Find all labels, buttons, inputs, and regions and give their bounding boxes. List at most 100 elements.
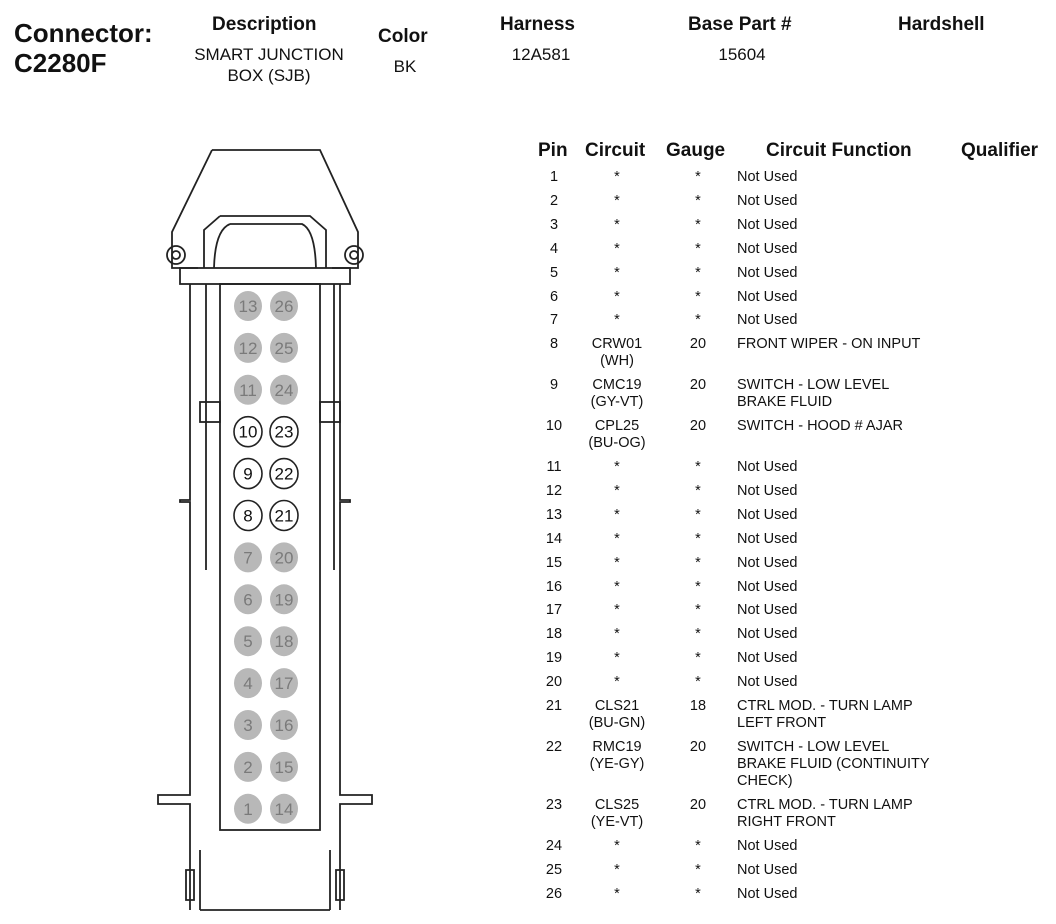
circuit-line: * — [614, 602, 620, 619]
pin-cavity-22 — [269, 457, 299, 490]
function-line: Not Used — [737, 578, 798, 595]
function-line: Not Used — [737, 459, 798, 475]
circuit-line: * — [614, 169, 620, 185]
function-line: CHECK) — [737, 772, 793, 789]
pin-cavity-15 — [270, 751, 298, 782]
circuit-code: * — [577, 483, 657, 500]
pin-cavity-label: 19 — [275, 590, 294, 609]
pin-number: 13 — [545, 506, 563, 523]
pin-cavity-12 — [234, 332, 262, 363]
circuit-line: * — [614, 674, 620, 691]
connector-label: Connector: — [14, 18, 153, 48]
pin-cavity-label: 17 — [275, 674, 294, 693]
circuit-line: CLS21 — [594, 698, 640, 714]
circuit-code: * — [577, 531, 657, 548]
col-header-qualifier: Qualifier — [961, 140, 1039, 161]
pin-number: 14 — [545, 530, 563, 547]
wire-gauge: * — [695, 506, 701, 523]
circuit-function: Not Used — [737, 626, 797, 643]
wire-gauge: * — [695, 459, 701, 475]
pin-number: 18 — [545, 626, 563, 643]
circuit-code: * — [577, 555, 657, 572]
function-line: SWITCH - HOOD # AJAR — [737, 418, 903, 435]
wire-gauge: 20 — [689, 377, 707, 394]
circuit-code: CPL25(BU-OG) — [577, 418, 657, 452]
wire-gauge: * — [695, 169, 701, 185]
pin-cavity-11 — [234, 374, 262, 405]
pin-number: 9 — [549, 377, 559, 394]
function-line: Not Used — [737, 216, 798, 233]
base-part-label: Base Part # — [688, 14, 792, 35]
color-label: Color — [378, 26, 428, 47]
function-line: BRAKE FLUID (CONTINUITY — [737, 755, 930, 772]
pin-number: 24 — [545, 837, 563, 854]
pin-number: 16 — [545, 578, 563, 595]
circuit-line: CLS25 — [594, 796, 640, 813]
circuit-line: * — [614, 650, 620, 667]
function-line: RIGHT FRONT — [737, 813, 836, 830]
function-line: Not Used — [737, 530, 798, 547]
function-line: SWITCH - LOW LEVEL — [737, 738, 890, 755]
pin-cavity-label: 11 — [239, 381, 257, 400]
function-line: Not Used — [737, 626, 798, 643]
description-line: SMART JUNCTION — [194, 45, 344, 64]
circuit-line: CPL25 — [594, 418, 640, 435]
circuit-code: * — [577, 312, 657, 329]
pin-cavity-25 — [270, 332, 298, 363]
circuit-code: * — [577, 289, 657, 306]
circuit-line: * — [614, 216, 620, 233]
pin-cavity-label: 7 — [243, 548, 252, 567]
circuit-function: Not Used — [737, 886, 797, 903]
pin-cavity-9 — [233, 457, 263, 490]
circuit-function: Not Used — [737, 838, 797, 855]
pin-number: 19 — [545, 650, 563, 667]
pin-cavity-16 — [270, 710, 298, 740]
pin-number: 2 — [549, 192, 559, 209]
circuit-function: Not Used — [737, 459, 797, 476]
pin-cavity-8 — [233, 499, 263, 532]
circuit-function: Not Used — [737, 312, 797, 329]
pin-cavity-24 — [270, 374, 298, 405]
col-header-pin: Pin — [538, 140, 568, 161]
pin-number: 26 — [545, 885, 563, 902]
circuit-line: * — [614, 861, 620, 878]
pin-number: 7 — [549, 312, 559, 329]
harness-label: Harness — [500, 14, 575, 35]
pin-cavity-label: 1 — [243, 800, 252, 819]
function-line: Not Used — [737, 885, 798, 902]
circuit-line: * — [614, 288, 620, 305]
circuit-function: Not Used — [737, 289, 797, 306]
pin-cavity-21 — [269, 499, 299, 532]
pin-cavity-13 — [234, 291, 262, 321]
pin-cavity-label: 5 — [243, 632, 252, 651]
circuit-code: * — [577, 650, 657, 667]
pin-cavity-label: 24 — [275, 381, 294, 400]
wire-gauge: 18 — [689, 698, 707, 714]
wire-gauge: * — [695, 530, 701, 547]
circuit-function: Not Used — [737, 602, 797, 619]
pin-cavity-label: 3 — [243, 716, 252, 735]
function-line: Not Used — [737, 837, 798, 854]
circuit-code: * — [577, 217, 657, 234]
pin-cavity-label: 4 — [243, 674, 252, 693]
wire-gauge: * — [695, 264, 701, 281]
wire-gauge: * — [695, 885, 701, 902]
circuit-line: (WH) — [600, 353, 634, 370]
circuit-code: * — [577, 579, 657, 596]
pin-cavity-10 — [233, 415, 263, 448]
circuit-line: CMC19 — [592, 377, 642, 394]
function-line: Not Used — [737, 650, 798, 667]
circuit-line: (BU-GN) — [588, 715, 646, 731]
pin-cavity-label: 25 — [275, 339, 294, 358]
circuit-line: * — [614, 312, 620, 329]
connector-face-diagram: 1312111098765432126252423222120191817161… — [157, 149, 373, 911]
pin-cavity-1 — [234, 793, 262, 824]
circuit-function: Not Used — [737, 862, 797, 879]
wire-gauge: * — [695, 312, 701, 329]
pin-cavity-20 — [270, 542, 298, 573]
function-line: Not Used — [737, 288, 798, 305]
circuit-line: * — [614, 554, 620, 571]
wire-gauge: * — [695, 674, 701, 691]
circuit-line: (GY-VT) — [590, 394, 644, 411]
function-line: Not Used — [737, 861, 798, 878]
